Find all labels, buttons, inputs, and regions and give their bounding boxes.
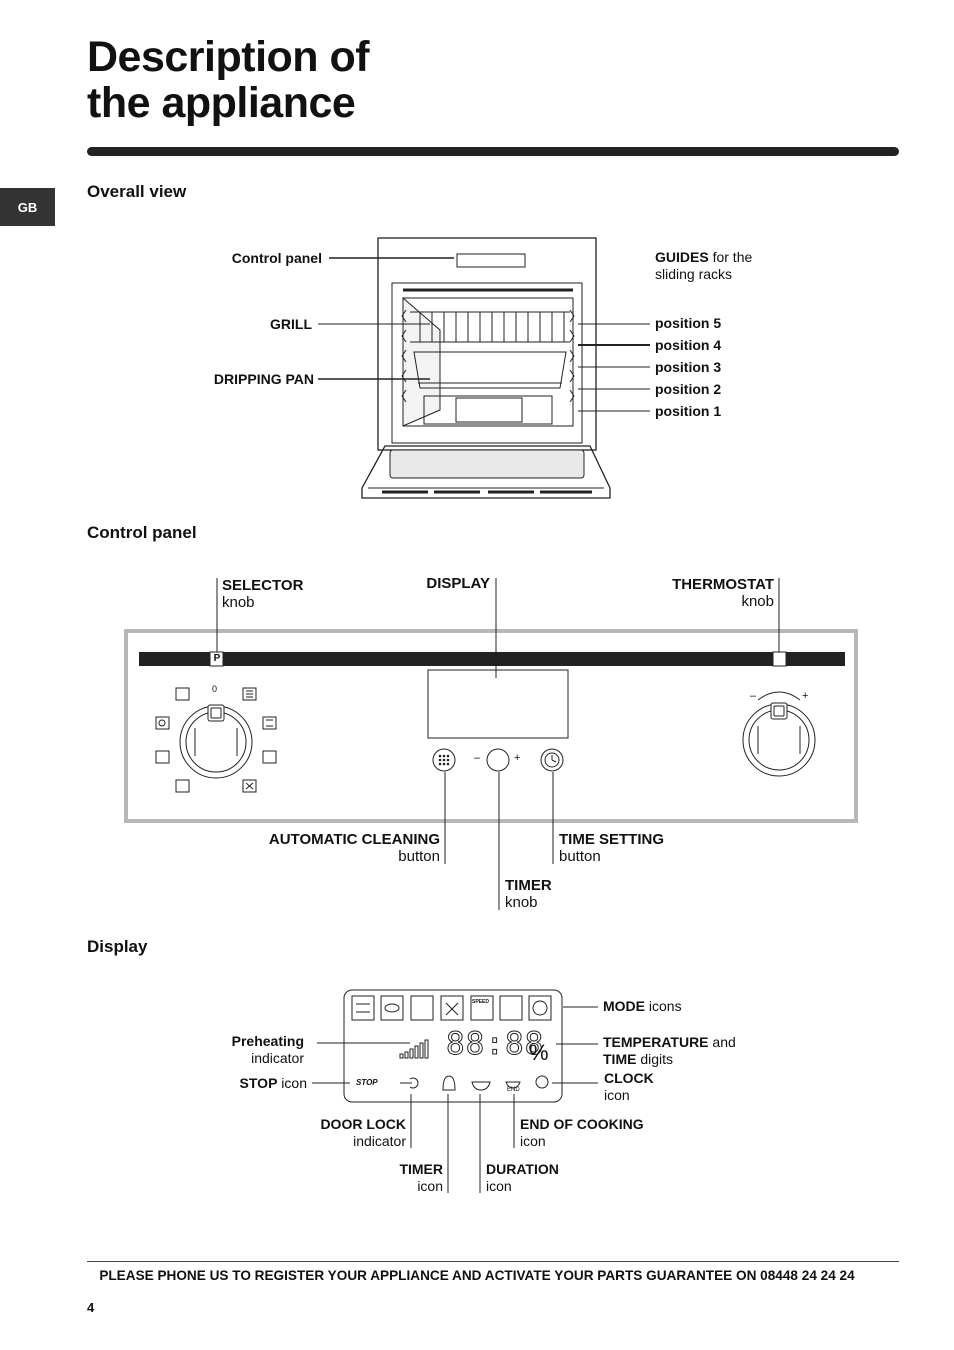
label-temp-and: and: [708, 1034, 736, 1050]
label-timer-knob: TIMER knob: [505, 877, 552, 911]
selector-zero-mark: 0: [212, 684, 218, 694]
label-position-5: position 5: [655, 315, 722, 331]
label-stop-icon: STOP icon: [200, 1075, 307, 1092]
label-position-2: position 2: [655, 381, 722, 397]
label-temp-bold: TEMPERATURE: [603, 1034, 709, 1050]
timer-minus: –: [474, 752, 481, 764]
section-display: Display: [87, 937, 148, 956]
label-timer-knob-title: TIMER: [505, 877, 552, 894]
label-position-4: position 4: [655, 337, 722, 353]
label-selector: SELECTOR knob: [222, 577, 303, 611]
label-duration-title: DURATION: [486, 1161, 559, 1177]
grill-rack: [410, 311, 570, 343]
label-auto-cleaning: AUTOMATIC CLEANING button: [220, 831, 440, 865]
label-preheating-sub: indicator: [251, 1050, 304, 1066]
control-display-window: [427, 669, 569, 739]
label-dripping-pan: DRIPPING PAN: [213, 371, 314, 387]
label-timer-icon-title: TIMER: [399, 1161, 443, 1177]
label-end-of-cooking-sub: icon: [520, 1133, 546, 1149]
label-end-of-cooking: END OF COOKING icon: [520, 1116, 644, 1150]
label-guides: GUIDES for the sliding racks: [655, 249, 855, 283]
label-position-3: position 3: [655, 359, 722, 375]
timer-plus: +: [514, 752, 521, 764]
label-position-1: position 1: [655, 403, 722, 419]
label-guides-line2: sliding racks: [655, 266, 733, 282]
label-selector-sub: knob: [222, 594, 255, 611]
label-duration-sub: icon: [486, 1178, 512, 1194]
label-thermostat-sub: knob: [741, 593, 774, 610]
selector-p-mark: P: [213, 653, 221, 664]
auto-cleaning-button-drawing: [432, 748, 456, 772]
label-clock-sub: icon: [604, 1087, 630, 1103]
label-timer-knob-sub: knob: [505, 894, 538, 911]
label-duration: DURATION icon: [486, 1161, 559, 1195]
page-title: Description of the appliance: [87, 33, 370, 127]
label-timer-icon: TIMER icon: [360, 1161, 443, 1195]
label-auto-cleaning-title: AUTOMATIC CLEANING: [268, 831, 440, 848]
lcd-percent-icon: %: [529, 1040, 549, 1065]
label-time-rest: digits: [636, 1051, 674, 1067]
thermostat-knob: [742, 691, 816, 777]
title-line-1: Description of: [87, 33, 370, 81]
label-stop-rest: icon: [277, 1075, 307, 1091]
label-clock-title: CLOCK: [604, 1070, 654, 1086]
label-time-setting-title: TIME SETTING: [559, 831, 664, 848]
label-mode-bold: MODE: [603, 998, 645, 1014]
lcd-illustration: [312, 989, 598, 1193]
lcd-digits: 88:88: [445, 1026, 545, 1063]
label-time-setting-sub: button: [559, 848, 601, 865]
label-time-bold: TIME: [603, 1051, 637, 1067]
label-temperature-time: TEMPERATURE and TIME digits: [603, 1034, 736, 1068]
page-number: 4: [87, 1300, 95, 1315]
language-tab: GB: [0, 188, 55, 226]
lcd-speed-icon: SPEED: [472, 999, 489, 1005]
label-control-panel: Control panel: [231, 250, 322, 266]
footer-notice: PLEASE PHONE US TO REGISTER YOUR APPLIAN…: [99, 1268, 855, 1283]
label-preheating-title: Preheating: [231, 1033, 304, 1049]
label-door-lock-sub: indicator: [353, 1133, 406, 1149]
label-selector-title: SELECTOR: [222, 577, 304, 594]
label-display: DISPLAY: [426, 575, 490, 592]
time-setting-button-drawing: [540, 748, 564, 772]
label-mode-icons: MODE icons: [603, 998, 682, 1015]
label-door-lock-title: DOOR LOCK: [320, 1116, 406, 1132]
label-grill: GRILL: [270, 316, 312, 332]
label-clock: CLOCK icon: [604, 1070, 654, 1104]
oven-illustration: [361, 237, 611, 499]
thermostat-minus: –: [750, 690, 757, 702]
label-stop-bold: STOP: [239, 1075, 278, 1091]
label-door-lock: DOOR LOCK indicator: [280, 1116, 406, 1150]
label-mode-rest: icons: [645, 998, 682, 1014]
timer-knob-drawing: [486, 748, 510, 772]
footer-rule: [87, 1261, 899, 1262]
selector-knob: [155, 687, 277, 793]
label-thermostat-title: THERMOSTAT: [672, 576, 774, 593]
section-overall-view: Overall view: [87, 182, 187, 201]
label-thermostat: THERMOSTAT knob: [620, 576, 774, 610]
section-control-panel: Control panel: [87, 523, 197, 542]
thermostat-plus: +: [802, 690, 809, 702]
label-preheating: Preheating indicator: [200, 1033, 304, 1067]
label-guides-bold: GUIDES: [655, 249, 709, 265]
lcd-stop-icon: STOP: [356, 1078, 378, 1087]
label-timer-icon-sub: icon: [417, 1178, 443, 1194]
label-auto-cleaning-sub: button: [398, 848, 440, 865]
label-time-setting: TIME SETTING button: [559, 831, 664, 865]
label-guides-rest: for the: [708, 249, 753, 265]
lcd-end-icon: END: [507, 1087, 520, 1093]
title-line-2: the appliance: [87, 79, 356, 127]
title-rule: [87, 147, 899, 156]
dripping-pan: [413, 351, 567, 389]
control-panel-illustration: [124, 578, 858, 910]
label-end-of-cooking-title: END OF COOKING: [520, 1116, 644, 1132]
